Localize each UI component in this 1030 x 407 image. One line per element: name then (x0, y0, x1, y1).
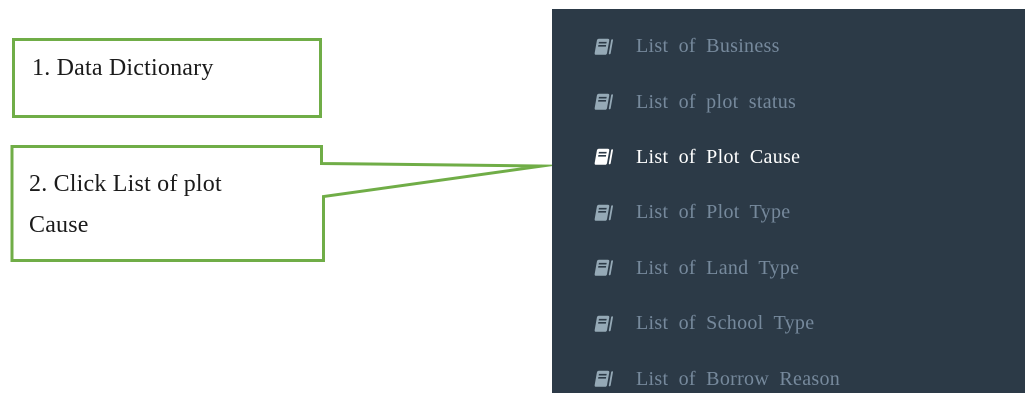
sidebar-item-list-of-plot-status[interactable]: List of plot status (552, 74, 1025, 129)
annotation-step-1: 1. Data Dictionary (12, 38, 322, 118)
sidebar-item-list-of-school-type[interactable]: List of School Type (552, 296, 1025, 351)
sidebar-item-list-of-borrow-reason[interactable]: List of Borrow Reason (552, 351, 1025, 406)
annotation-step-2-text: Cause (29, 212, 89, 238)
book-icon (593, 312, 617, 336)
book-icon (593, 35, 617, 59)
sidebar-item-label: List of Land Type (636, 256, 800, 279)
book-icon (593, 90, 617, 114)
annotation-step-2: 2. Click List of plot Cause (15, 148, 310, 246)
sidebar-menu: List of Business List of plot status Lis… (552, 9, 1025, 393)
annotation-step-1-text: 1. Data Dictionary (32, 55, 214, 81)
annotation-step-2-text: 2. Click List of plot (29, 171, 222, 197)
sidebar-item-list-of-plot-cause[interactable]: List of Plot Cause (552, 130, 1025, 185)
sidebar-item-label: List of Plot Cause (636, 145, 801, 168)
sidebar-item-label: List of School Type (636, 312, 815, 335)
sidebar-item-label: List of plot status (636, 90, 797, 113)
sidebar-item-list-of-plot-type[interactable]: List of Plot Type (552, 185, 1025, 240)
book-icon (593, 201, 617, 225)
sidebar-item-label: List of Business (636, 35, 780, 58)
sidebar-item-list-of-business[interactable]: List of Business (552, 19, 1025, 74)
sidebar-item-label: List of Plot Type (636, 201, 791, 224)
book-icon (593, 256, 617, 280)
book-icon (593, 367, 617, 391)
book-icon (593, 145, 617, 169)
sidebar-item-list-of-land-type[interactable]: List of Land Type (552, 241, 1025, 296)
sidebar-item-label: List of Borrow Reason (636, 367, 841, 390)
